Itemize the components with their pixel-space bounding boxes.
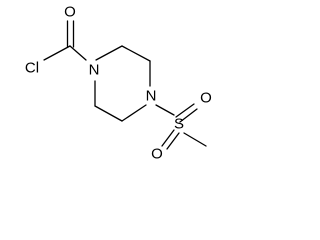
bonds (43, 20, 207, 150)
atom-nitrogen-4: N (146, 88, 157, 105)
atom-labels: O Cl N N S O O (25, 4, 212, 163)
bond-sulfonyl-bottom-b (166, 132, 180, 150)
bond-ring-n1-c2 (95, 45, 123, 61)
structure-diagram: O Cl N N S O O (25, 4, 212, 163)
atom-sulfur: S (174, 116, 184, 133)
atom-chlorine: Cl (25, 60, 39, 77)
bond-ring-n4-c5 (121, 104, 147, 122)
bond-sulfonyl-top-b (179, 108, 198, 123)
bond-chlorine-carbon (43, 45, 71, 61)
bond-ring-c5-c6 (94, 105, 123, 122)
atom-carbonyl-oxygen: O (64, 4, 76, 21)
atom-nitrogen-1: N (89, 62, 100, 79)
bond-sulfonyl-bottom-a (161, 129, 175, 147)
bond-carbon-nitrogen1 (69, 45, 87, 61)
bond-ring-c2-c3 (121, 45, 151, 62)
bond-sulfur-methyl (183, 132, 207, 147)
atom-sulfonyl-oxygen-bottom: O (151, 146, 163, 163)
bond-sulfonyl-top-a (175, 103, 195, 118)
atom-sulfonyl-oxygen-top: O (200, 90, 212, 107)
bond-nitrogen4-sulfur (155, 104, 175, 116)
